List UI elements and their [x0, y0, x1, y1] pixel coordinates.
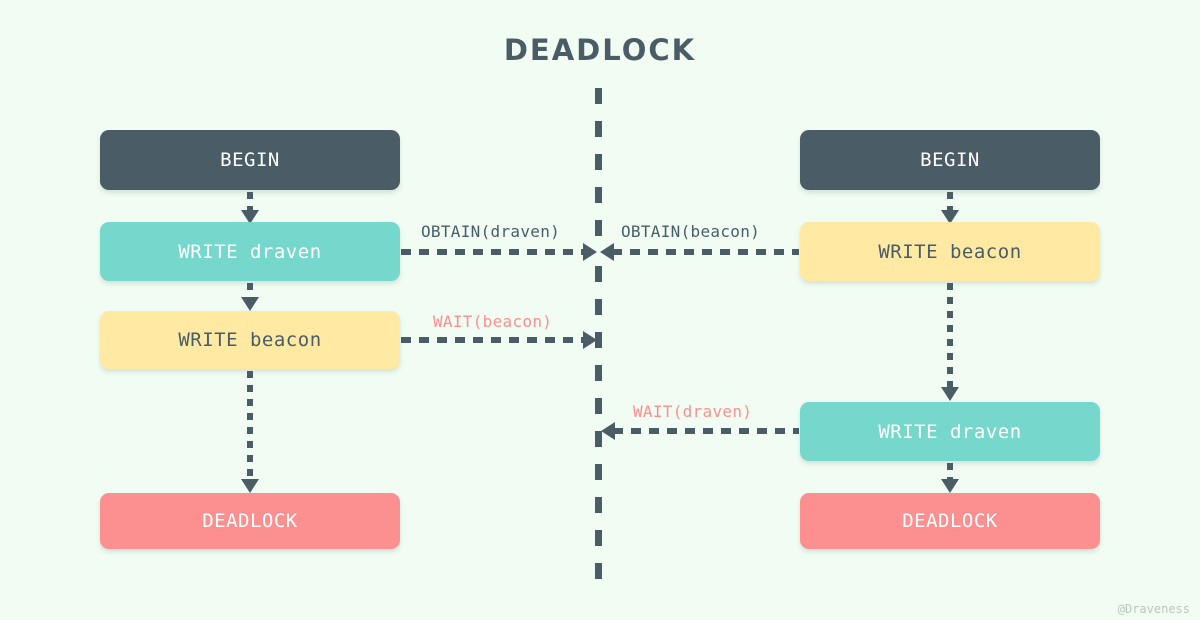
- node-right-write-beacon[interactable]: WRITE beacon: [800, 222, 1100, 281]
- node-left-write-beacon[interactable]: WRITE beacon: [100, 311, 400, 369]
- arrowhead-left-icon: [600, 243, 614, 261]
- connector-line: [247, 283, 253, 297]
- connector-line: [247, 371, 253, 479]
- edge-label-obtain-beacon: OBTAIN(beacon): [621, 222, 761, 241]
- edge-label-wait-draven: WAIT(draven): [633, 402, 753, 421]
- edge-wait-draven: [601, 422, 799, 440]
- connector-line: [947, 463, 953, 479]
- arrowhead-down-icon: [941, 479, 959, 493]
- connector-right-beacon-to-draven: [941, 283, 959, 401]
- connector-line: [247, 192, 253, 210]
- edge-obtain-beacon: [600, 243, 799, 261]
- edge-wait-beacon: [401, 331, 597, 349]
- edge-label-wait-beacon: WAIT(beacon): [433, 312, 553, 331]
- connector-right-begin-to-beacon: [941, 192, 959, 224]
- edge-obtain-draven: [401, 243, 597, 261]
- node-left-begin[interactable]: BEGIN: [100, 130, 400, 190]
- edge-label-obtain-draven: OBTAIN(draven): [421, 222, 561, 241]
- arrowhead-down-icon: [941, 210, 959, 224]
- center-lifeline-upper: [595, 88, 602, 250]
- connector-line: [947, 192, 953, 210]
- connector-left-begin-to-draven: [241, 192, 259, 224]
- node-left-write-draven[interactable]: WRITE draven: [100, 222, 400, 281]
- connector-line: [612, 249, 799, 255]
- node-right-deadlock[interactable]: DEADLOCK: [800, 493, 1100, 549]
- page-title: DEADLOCK: [503, 33, 697, 67]
- arrowhead-down-icon: [241, 297, 259, 311]
- watermark: @Draveness: [1117, 602, 1190, 616]
- node-left-deadlock[interactable]: DEADLOCK: [100, 493, 400, 549]
- arrowhead-right-icon: [583, 243, 597, 261]
- arrowhead-down-icon: [241, 210, 259, 224]
- connector-line: [613, 428, 799, 434]
- center-lifeline-lower: [595, 266, 602, 590]
- arrowhead-left-icon: [601, 422, 615, 440]
- arrowhead-down-icon: [941, 387, 959, 401]
- connector-line: [401, 249, 585, 255]
- node-right-write-draven[interactable]: WRITE draven: [800, 402, 1100, 461]
- connector-line: [947, 283, 953, 387]
- connector-left-draven-to-beacon: [241, 283, 259, 311]
- node-right-begin[interactable]: BEGIN: [800, 130, 1100, 190]
- connector-left-beacon-to-deadlock: [241, 371, 259, 493]
- arrowhead-down-icon: [241, 479, 259, 493]
- connector-line: [401, 337, 585, 343]
- arrowhead-right-icon: [583, 331, 597, 349]
- connector-right-draven-to-deadlock: [941, 463, 959, 493]
